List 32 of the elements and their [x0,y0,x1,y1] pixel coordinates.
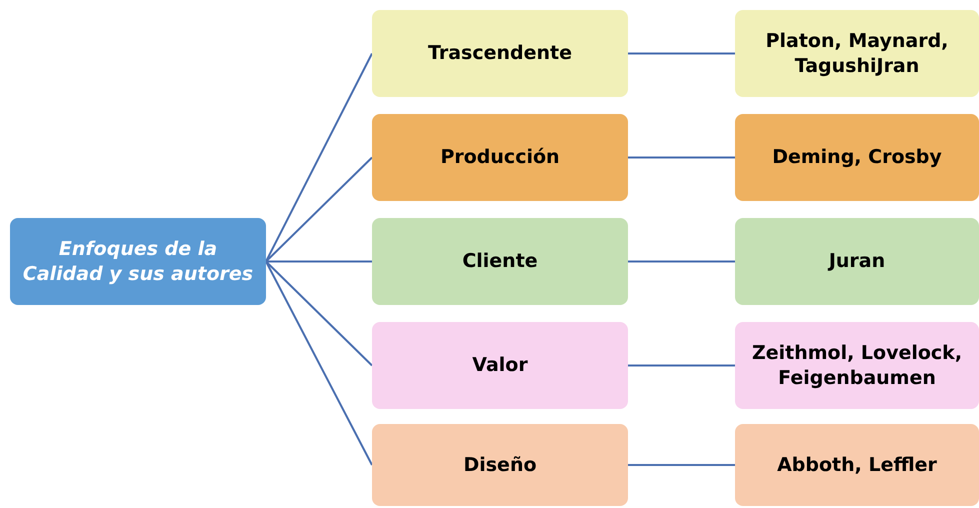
box-label: Platon, Maynard, TagushiJran [764,28,950,78]
connector-line [628,156,735,158]
category-box [372,322,628,409]
connector-line [265,260,373,366]
box-label: Producción [440,145,560,170]
connector-line [265,261,373,466]
connector-line [628,364,735,366]
box-label: Zeithmol, Lovelock, Feigenbaumen [750,340,964,390]
connector-line [265,53,373,262]
category-box [735,10,979,97]
box-label: Cliente [462,249,538,274]
box-label: Valor [472,353,528,378]
category-box [372,218,628,305]
box-label: Deming, Crosby [772,145,942,170]
box-label: Enfoques de la Calidad y sus autores [22,236,254,286]
category-box [735,322,979,409]
category-box [735,218,979,305]
box-label: Juran [828,249,886,274]
box-label: Trascendente [428,41,572,66]
box-label: Abboth, Leffler [777,452,937,478]
connector-line [628,52,735,54]
category-box [372,10,628,97]
box-label: Diseño [463,452,537,478]
connector-line [628,464,735,466]
connector-line [628,260,735,262]
category-box [735,114,979,201]
connector-line [265,156,373,262]
topic-box [10,218,266,305]
category-box [735,424,979,506]
category-box [372,424,628,506]
category-box [372,114,628,201]
connector-line [266,260,372,262]
